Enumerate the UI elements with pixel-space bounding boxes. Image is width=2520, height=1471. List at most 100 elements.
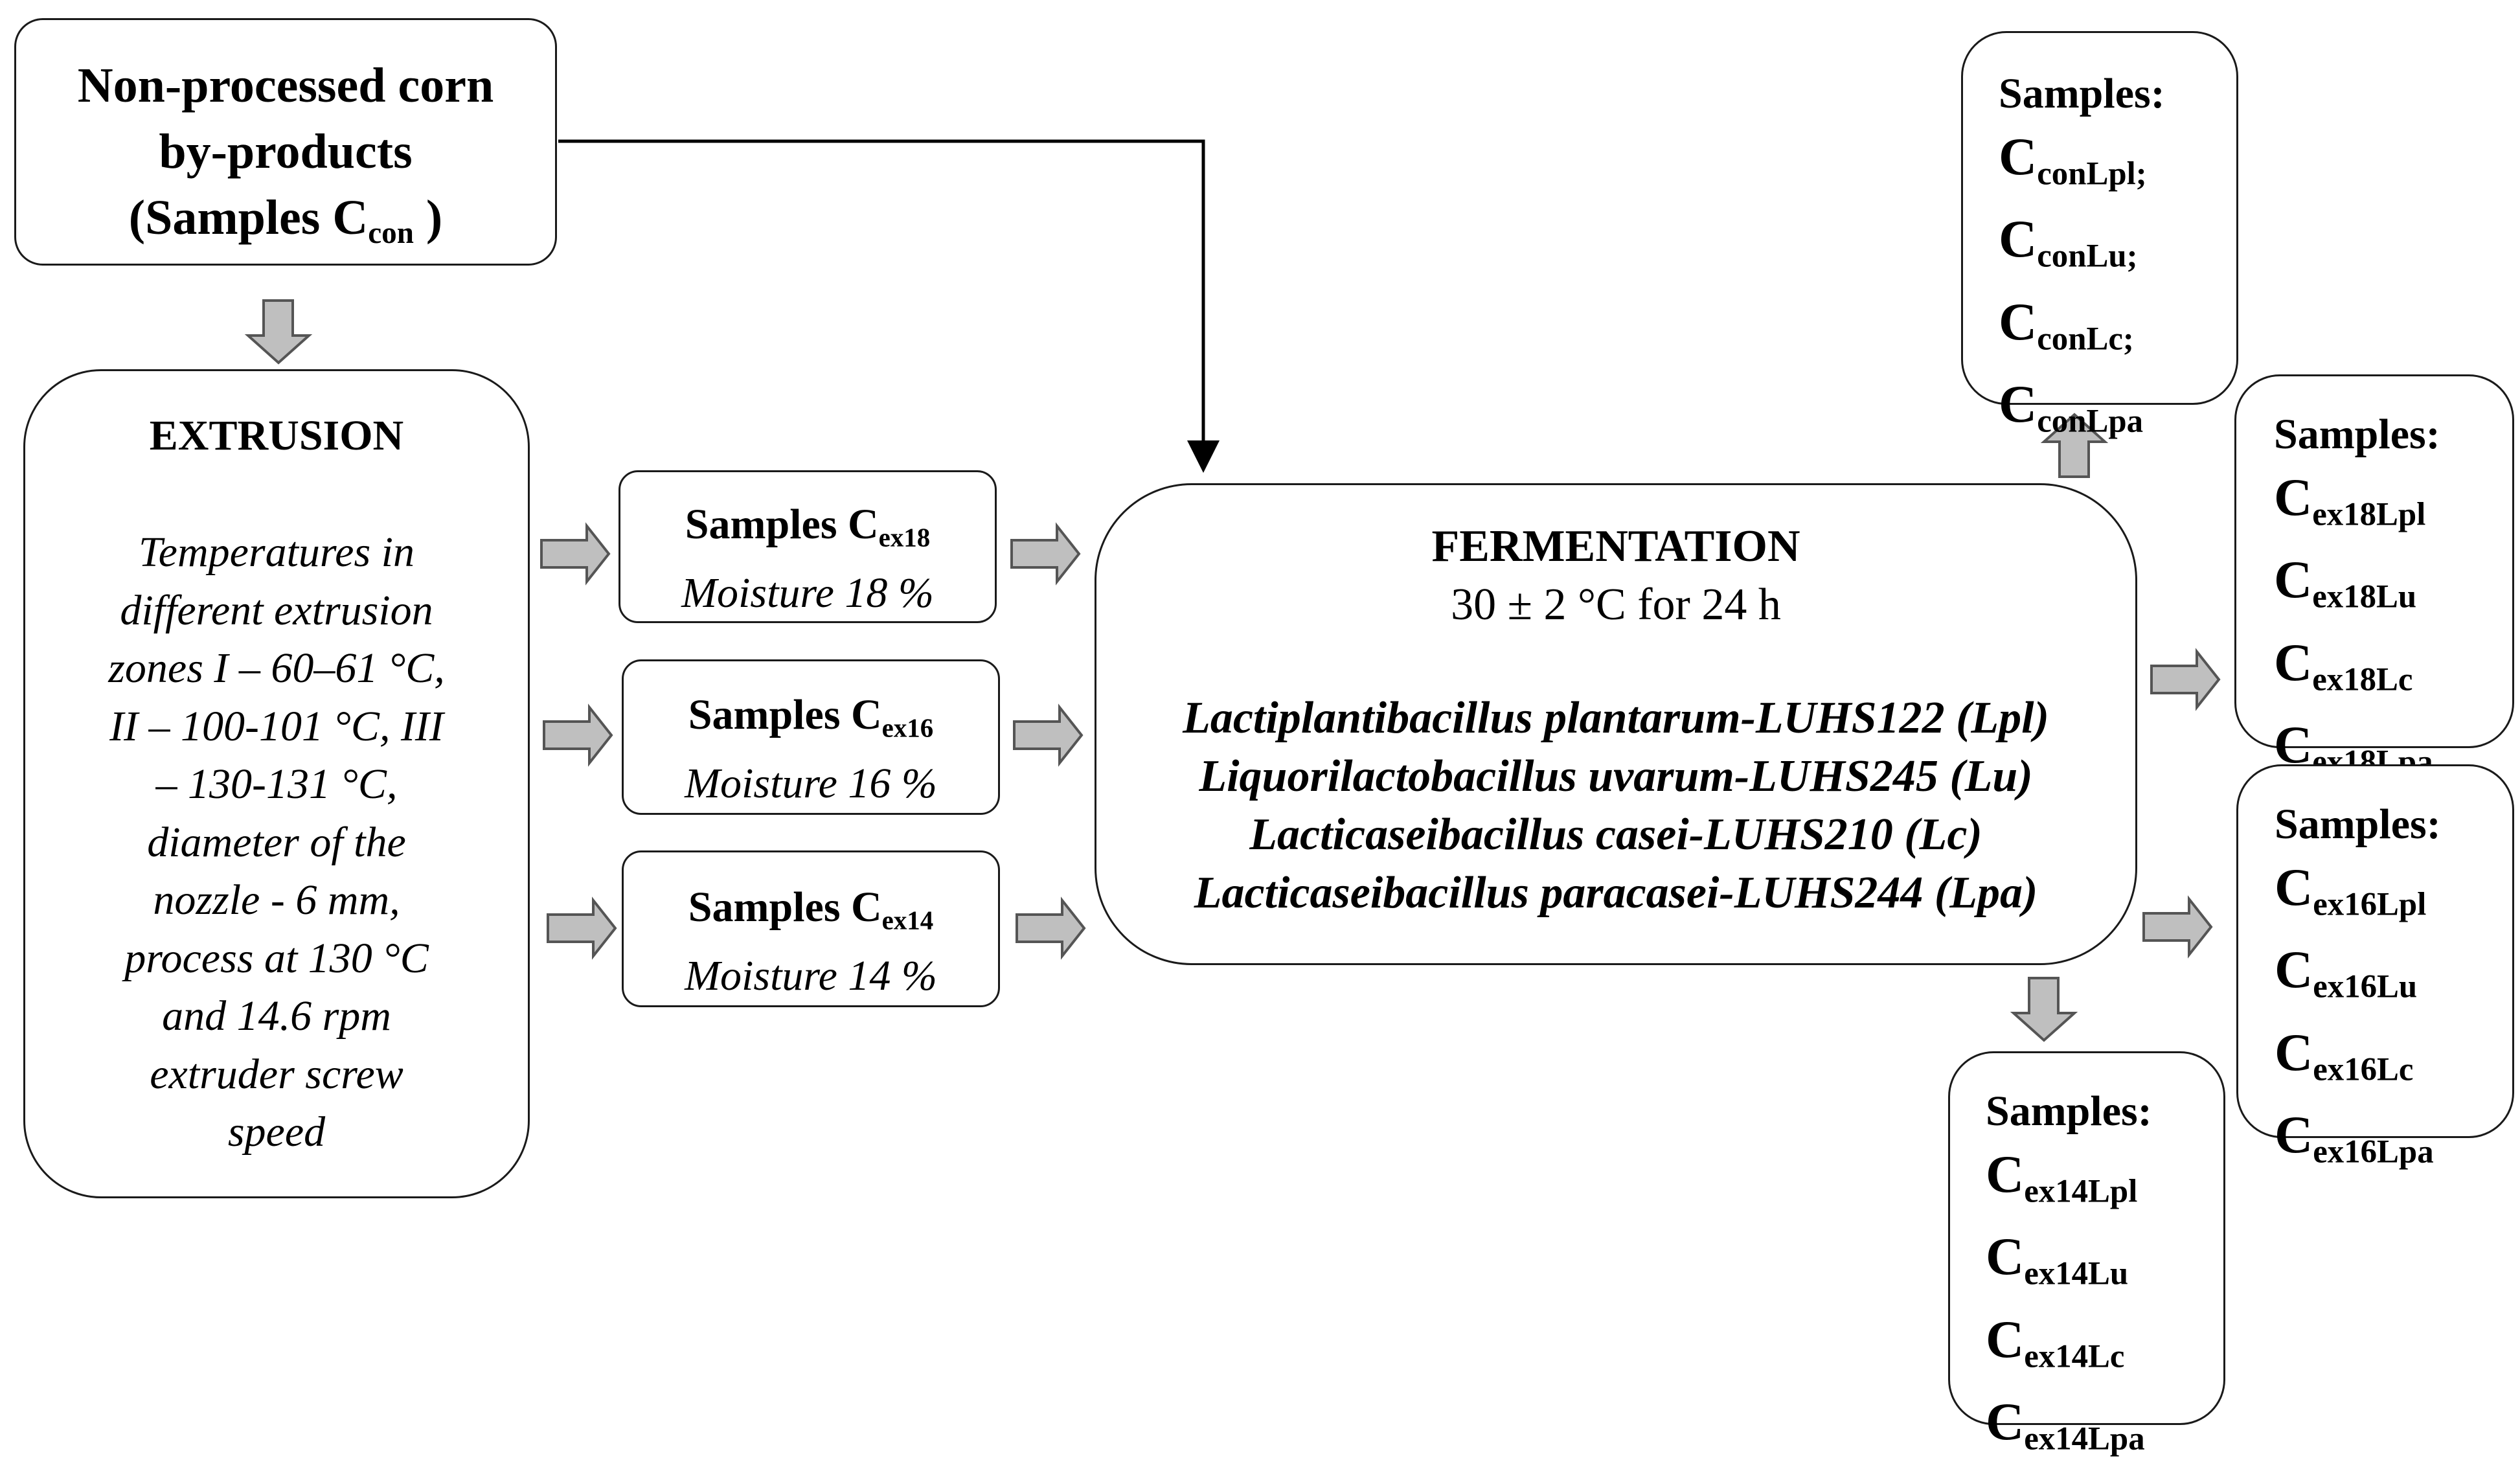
result-sub: ex14Lpa — [2024, 1420, 2145, 1456]
nonprocessed-line1: Non-processed corn — [77, 58, 494, 113]
sample-sub: ex14 — [881, 906, 934, 935]
sample-moisture: Moisture 14 % — [685, 952, 937, 1000]
sample-title: Samples Cex18 — [620, 497, 995, 565]
sample-title: Samples Cex14 — [624, 880, 998, 948]
sample-prefix: Samples C — [685, 501, 879, 548]
block-arrow-fermentation-to-ex16 — [2142, 895, 2213, 959]
block-arrow-ex18-to-fermentation — [1010, 522, 1081, 586]
extrusion-box: EXTRUSION Temperatures in different extr… — [23, 369, 530, 1198]
sample-prefix: Samples C — [688, 884, 882, 931]
fermentation-strain: Lacticaseibacillus paracasei-LUHS244 (Lp… — [1194, 868, 2038, 918]
result-item: Cex16Lu — [2275, 937, 2512, 1019]
result-item: Cex16Lpl — [2275, 854, 2512, 937]
connector-arrow-nonprocessed-to-fermentation — [558, 139, 1220, 473]
block-arrow-fermentation-to-ex18 — [2150, 648, 2221, 711]
sample-sub: ex16 — [881, 713, 934, 743]
result-sub: ex14Lpl — [2024, 1172, 2138, 1209]
nonprocessed-prefix: (Samples C — [128, 190, 369, 245]
result-letter: C — [2275, 940, 2313, 999]
extrusion-line: zones I – 60–61 °C, — [108, 644, 445, 692]
result-letter: C — [2275, 858, 2313, 917]
sample-box-ex14: Samples Cex14 Moisture 14 % — [622, 850, 1000, 1007]
block-arrow-fermentation-to-ex14 — [2010, 977, 2078, 1042]
result-sub: ex16Lc — [2313, 1050, 2414, 1087]
result-sub: conLc; — [2037, 319, 2134, 356]
extrusion-line: process at 130 °C — [124, 934, 429, 982]
result-item: CconLpa — [1999, 371, 2236, 453]
result-box-ex16: Samples: Cex16Lpl Cex16Lu Cex16Lc Cex16L… — [2236, 764, 2514, 1169]
extrusion-line: nozzle - 6 mm, — [153, 876, 400, 924]
extrusion-line: extruder screw — [150, 1050, 403, 1098]
result-sub: ex16Lpa — [2313, 1133, 2434, 1169]
extrusion-line: – 130-131 °C, — [155, 760, 398, 808]
result-item: Cex16Lc — [2275, 1020, 2512, 1102]
result-box-ex14: Samples: Cex14Lpl Cex14Lu Cex14Lc Cex14L… — [1948, 1051, 2225, 1456]
fermentation-box: FERMENTATION 30 ± 2 °C for 24 h Lactipla… — [1095, 483, 2137, 965]
result-letter: C — [2274, 550, 2313, 610]
result-letter: C — [2274, 714, 2313, 774]
result-title: Samples: — [1986, 1088, 2152, 1135]
result-letter: C — [1986, 1391, 2025, 1451]
result-letter: C — [2274, 468, 2313, 527]
result-sub: conLpa — [2037, 402, 2144, 439]
result-title: Samples: — [1999, 70, 2165, 117]
result-item: Cex14Lc — [1986, 1306, 2223, 1389]
result-letter: C — [1986, 1145, 2025, 1203]
extrusion-line: Temperatures in — [139, 529, 414, 576]
fermentation-strain: Lactiplantibacillus plantarum-LUHS122 (L… — [1183, 693, 2049, 743]
extrusion-title: EXTRUSION — [149, 412, 404, 459]
result-letter: C — [1999, 374, 2038, 433]
result-box-con: Samples: CconLpl; CconLu; CconLc; CconLp… — [1961, 31, 2238, 439]
sample-moisture: Moisture 18 % — [681, 569, 934, 617]
extrusion-line: speed — [227, 1108, 326, 1156]
extrusion-line: different extrusion — [120, 586, 433, 634]
sample-box-ex16: Samples Cex16 Moisture 16 % — [622, 659, 1000, 815]
result-item: Cex18Lc — [2274, 630, 2512, 712]
sample-box-ex18: Samples Cex18 Moisture 18 % — [619, 470, 997, 623]
result-item: CconLc; — [1999, 289, 2236, 371]
extrusion-line: II – 100-101 °C, III — [109, 702, 444, 750]
result-sub: ex16Lpl — [2313, 885, 2427, 922]
result-letter: C — [1999, 291, 2038, 351]
sample-title: Samples Cex16 — [624, 687, 998, 756]
result-sub: ex18Lpl — [2312, 496, 2426, 532]
extrusion-line: and 14.6 rpm — [162, 992, 391, 1040]
result-item: CconLu; — [1999, 206, 2236, 288]
result-sub: conLpl; — [2037, 155, 2147, 192]
fermentation-conditions: 30 ± 2 °C for 24 h — [1451, 580, 1781, 630]
block-arrow-extrusion-to-ex18 — [540, 522, 611, 586]
result-item: Cex16Lpa — [2275, 1102, 2512, 1184]
result-letter: C — [2275, 1104, 2313, 1164]
fermentation-strain: Liquorilactobacillus uvarum-LUHS245 (Lu) — [1199, 751, 2033, 801]
result-sub: ex16Lu — [2313, 968, 2418, 1005]
nonprocessed-box: Non-processed corn by-products (Samples … — [14, 18, 557, 266]
sample-prefix: Samples C — [688, 691, 882, 738]
nonprocessed-line2: by-products — [159, 124, 413, 179]
block-arrow-down-to-extrusion — [244, 299, 313, 365]
result-item: Cex14Lpl — [1986, 1141, 2223, 1224]
result-item: Cex14Lu — [1986, 1224, 2223, 1306]
fermentation-strain: Lacticaseibacillus casei-LUHS210 (Lc) — [1249, 810, 1982, 860]
sample-sub: ex18 — [878, 523, 931, 553]
result-sub: ex18Lu — [2312, 578, 2417, 615]
extrusion-fermentation-flowchart: Non-processed corn by-products (Samples … — [14, 18, 2514, 1456]
result-item: Cex18Lu — [2274, 547, 2512, 629]
result-sub: ex18Lc — [2312, 660, 2413, 697]
result-letter: C — [1986, 1227, 2025, 1286]
result-item: CconLpl; — [1999, 124, 2236, 206]
result-item: Cex18Lpl — [2274, 464, 2512, 547]
result-title: Samples: — [2275, 801, 2441, 848]
result-letter: C — [1999, 209, 2038, 269]
block-arrow-ex14-to-fermentation — [1016, 896, 1086, 960]
result-letter: C — [1986, 1309, 2025, 1369]
fermentation-title: FERMENTATION — [1431, 521, 1800, 571]
block-arrow-extrusion-to-ex16 — [543, 703, 613, 767]
nonprocessed-suffix: ) — [413, 190, 443, 245]
sample-moisture: Moisture 16 % — [685, 760, 937, 808]
result-title: Samples: — [2274, 411, 2440, 458]
result-sub: ex14Lu — [2024, 1255, 2129, 1292]
result-letter: C — [2275, 1022, 2313, 1082]
result-letter: C — [1999, 127, 2038, 186]
result-letter: C — [2274, 632, 2313, 692]
nonprocessed-line3: (Samples Ccon ) — [16, 185, 555, 266]
